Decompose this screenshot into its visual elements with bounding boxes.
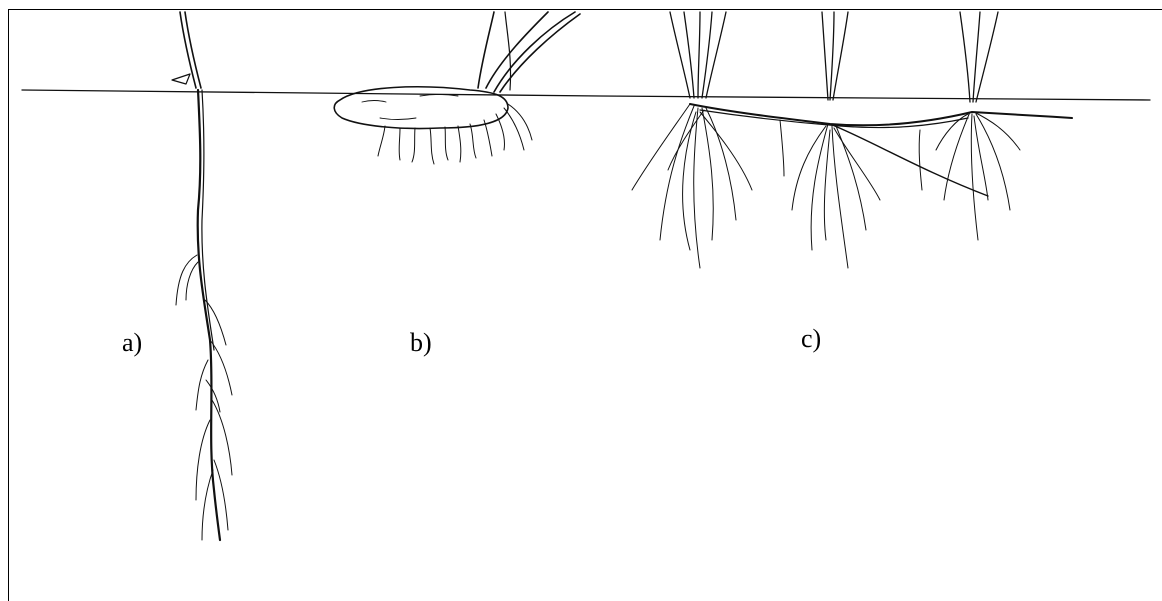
- label-a: a): [122, 330, 142, 356]
- tuber-plant: [334, 12, 580, 164]
- label-b: b): [410, 330, 432, 356]
- label-c: c): [801, 326, 821, 352]
- soil-surface-line: [22, 90, 1150, 100]
- stolon-plants: [632, 12, 1072, 268]
